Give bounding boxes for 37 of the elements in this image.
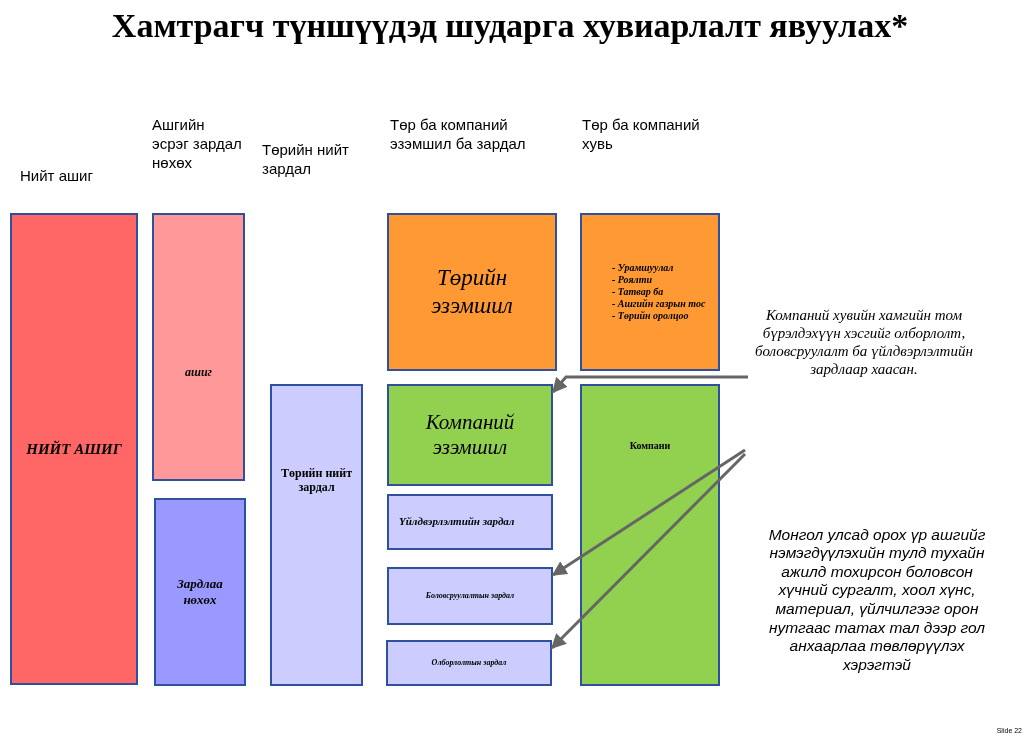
block-text: Боловсруулалтын зардал: [425, 591, 515, 601]
value-block: [270, 384, 363, 686]
block-text: - Урамшуулал: [612, 262, 674, 274]
block-text: Компани: [629, 440, 671, 452]
value-block: [386, 640, 552, 686]
block-text: Төрийн эзэмшил: [430, 264, 514, 320]
column-header: Төр ба компаний эзэмшил ба зардал: [390, 115, 527, 153]
block-text: НИЙТ АШИГ: [26, 440, 122, 458]
value-block: [152, 213, 245, 481]
arrow: [551, 375, 748, 394]
block-text: - Роялти: [612, 274, 653, 286]
slide-title: Хамтрагч түншүүдэд шударга хувиарлалт явуулах*: [110, 6, 910, 46]
column-header: Нийт ашиг: [20, 166, 94, 185]
value-block: [580, 213, 720, 371]
block-text: ашиг: [184, 365, 213, 380]
column-header: Төр ба компаний хувь: [582, 115, 701, 153]
block-text: - Татвар ба: [612, 286, 664, 298]
block-text: Төрийн нийт зардал: [280, 466, 353, 495]
value-block: [154, 498, 246, 686]
block-text: Компаний эзэмшил: [424, 409, 516, 461]
block-text: Зардлаа нөхөх: [176, 576, 224, 608]
block-text: Олборлолтын зардал: [431, 658, 507, 668]
arrow: [550, 452, 747, 650]
value-block: [387, 567, 553, 625]
value-block: [580, 384, 720, 686]
value-block: [387, 494, 553, 550]
column-header: Төрийн нийт зардал: [262, 140, 350, 178]
block-text: - Ашгийн газрын тос: [612, 298, 706, 310]
block-text: Монгол улсад орох үр ашгийг нэмэгдүүлэхийн тулд тухайн ажилд тохирсон боловсон хүчний сургалт, хоол хүнс, материал, үйлчилгээг орон нутгаас татах тал дээр гол анхаарлаа төвлөрүүлэх хэрэгтэй: [767, 525, 987, 675]
value-block: [10, 213, 138, 685]
block-text: Үйлдвэрлэлтийн зардал: [399, 515, 515, 529]
block-text: - Төрийн оролцоо: [612, 310, 689, 322]
column-header: Ашгийн эсрэг зардал нөхөх: [152, 115, 242, 172]
value-block: [387, 384, 553, 486]
value-block: [387, 213, 557, 371]
arrow: [551, 448, 746, 577]
block-text: Компаний хувийн хамгийн том бүрэлдэхүүн хэсгийг олборлолт, боловсруулалт ба үйлдвэрлэлтийн зардлаар хаасан.: [754, 306, 974, 378]
